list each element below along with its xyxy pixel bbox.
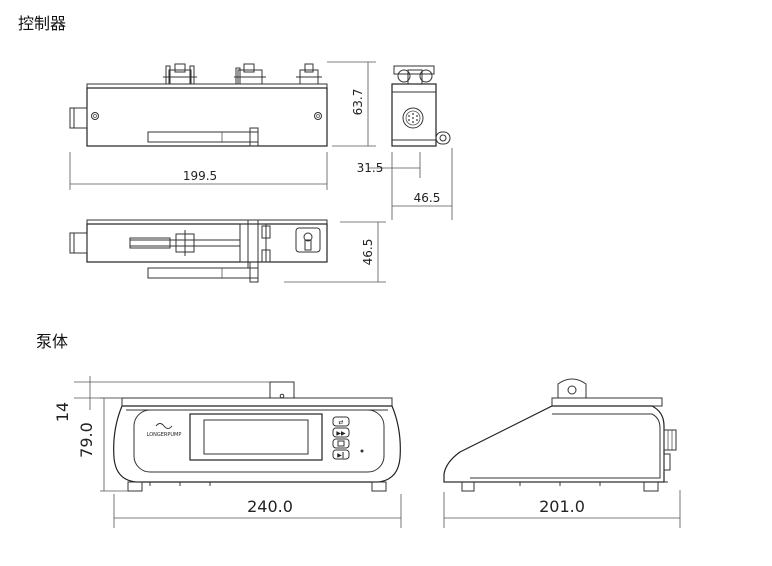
- stop-icon: [337, 440, 345, 447]
- brand-logo-text: LONGERPUMP: [147, 432, 182, 438]
- label-controller-top-depth: 46.5: [361, 239, 375, 266]
- top-view-connector: [69, 232, 88, 254]
- controller-front-view: 199.5 63.7: [69, 61, 376, 190]
- pump-housing: [113, 405, 401, 483]
- run-pause-icon: ▶‖: [337, 452, 345, 459]
- dimension-pump-height: 79.0: [77, 397, 128, 492]
- pump-rear-knob: [663, 429, 677, 451]
- connector-left: [69, 107, 88, 129]
- pump-foot-left: [127, 481, 143, 492]
- dimension-controller-side-a: 31.5: [357, 152, 421, 220]
- button-run-pause: [332, 449, 350, 460]
- dimension-pump-width: 240.0: [113, 494, 402, 528]
- indicator-light: [360, 449, 364, 453]
- button-direction: [332, 416, 350, 427]
- brand-logo: LONGERPUMP: [147, 423, 182, 438]
- side-knob-left: [397, 69, 411, 83]
- button-fast-forward: [332, 427, 350, 438]
- top-clamp-mid: [234, 63, 266, 85]
- controller-side-view: 31.5 46.5: [357, 65, 453, 220]
- pump-top-bracket: [269, 381, 295, 399]
- label-controller-length: 199.5: [183, 169, 217, 183]
- fast-forward-icon: ▶▶: [336, 430, 346, 437]
- top-view-keyhole: [303, 232, 313, 242]
- dimension-controller-length: 199.5: [69, 152, 328, 190]
- pump-display: [189, 413, 323, 461]
- pump-display-screen: [203, 419, 309, 455]
- pump-foot-right: [371, 481, 387, 492]
- screw-right: [314, 112, 322, 120]
- side-body: [391, 83, 437, 147]
- label-controller-side-a: 31.5: [357, 161, 384, 175]
- pump-side-body: [443, 405, 665, 483]
- pump-side-view: 201.0: [443, 378, 681, 528]
- label-pump-top-offset: 14: [53, 402, 72, 422]
- label-pump-depth: 201.0: [539, 497, 585, 516]
- top-view-body: [86, 223, 328, 263]
- pump-side-bracket: [557, 378, 587, 398]
- side-knob-right: [419, 69, 433, 83]
- label-controller-height: 63.7: [351, 89, 365, 116]
- pump-front-view: LONGERPUMP ⇄ ▶▶ ▶‖ 14 79.0: [53, 376, 402, 528]
- pump-section-title: 泵体: [36, 332, 69, 351]
- controller-body: [86, 87, 328, 147]
- controller-top-view: 46.5: [69, 219, 386, 283]
- pump-top-plate: [121, 397, 393, 407]
- controller-section-title: 控制器: [18, 14, 67, 33]
- label-controller-side-b: 46.5: [414, 191, 441, 205]
- dimension-controller-height: 63.7: [327, 61, 376, 147]
- top-clamp-left: [163, 63, 197, 85]
- pump-front-panel: [133, 409, 385, 473]
- top-clamp-right: [296, 63, 322, 85]
- label-pump-height: 79.0: [77, 422, 96, 458]
- button-stop: [332, 438, 350, 449]
- screw-left: [91, 112, 99, 120]
- label-pump-width: 240.0: [247, 497, 293, 516]
- dimension-pump-top-offset: 14: [53, 376, 270, 422]
- dimension-controller-side-b: 46.5: [392, 148, 453, 220]
- dimension-controller-top-depth: 46.5: [284, 221, 386, 283]
- direction-icon: ⇄: [338, 419, 343, 426]
- slider-bar: [147, 131, 259, 143]
- side-connector-port: [402, 107, 424, 129]
- dimension-pump-depth: 201.0: [443, 490, 681, 528]
